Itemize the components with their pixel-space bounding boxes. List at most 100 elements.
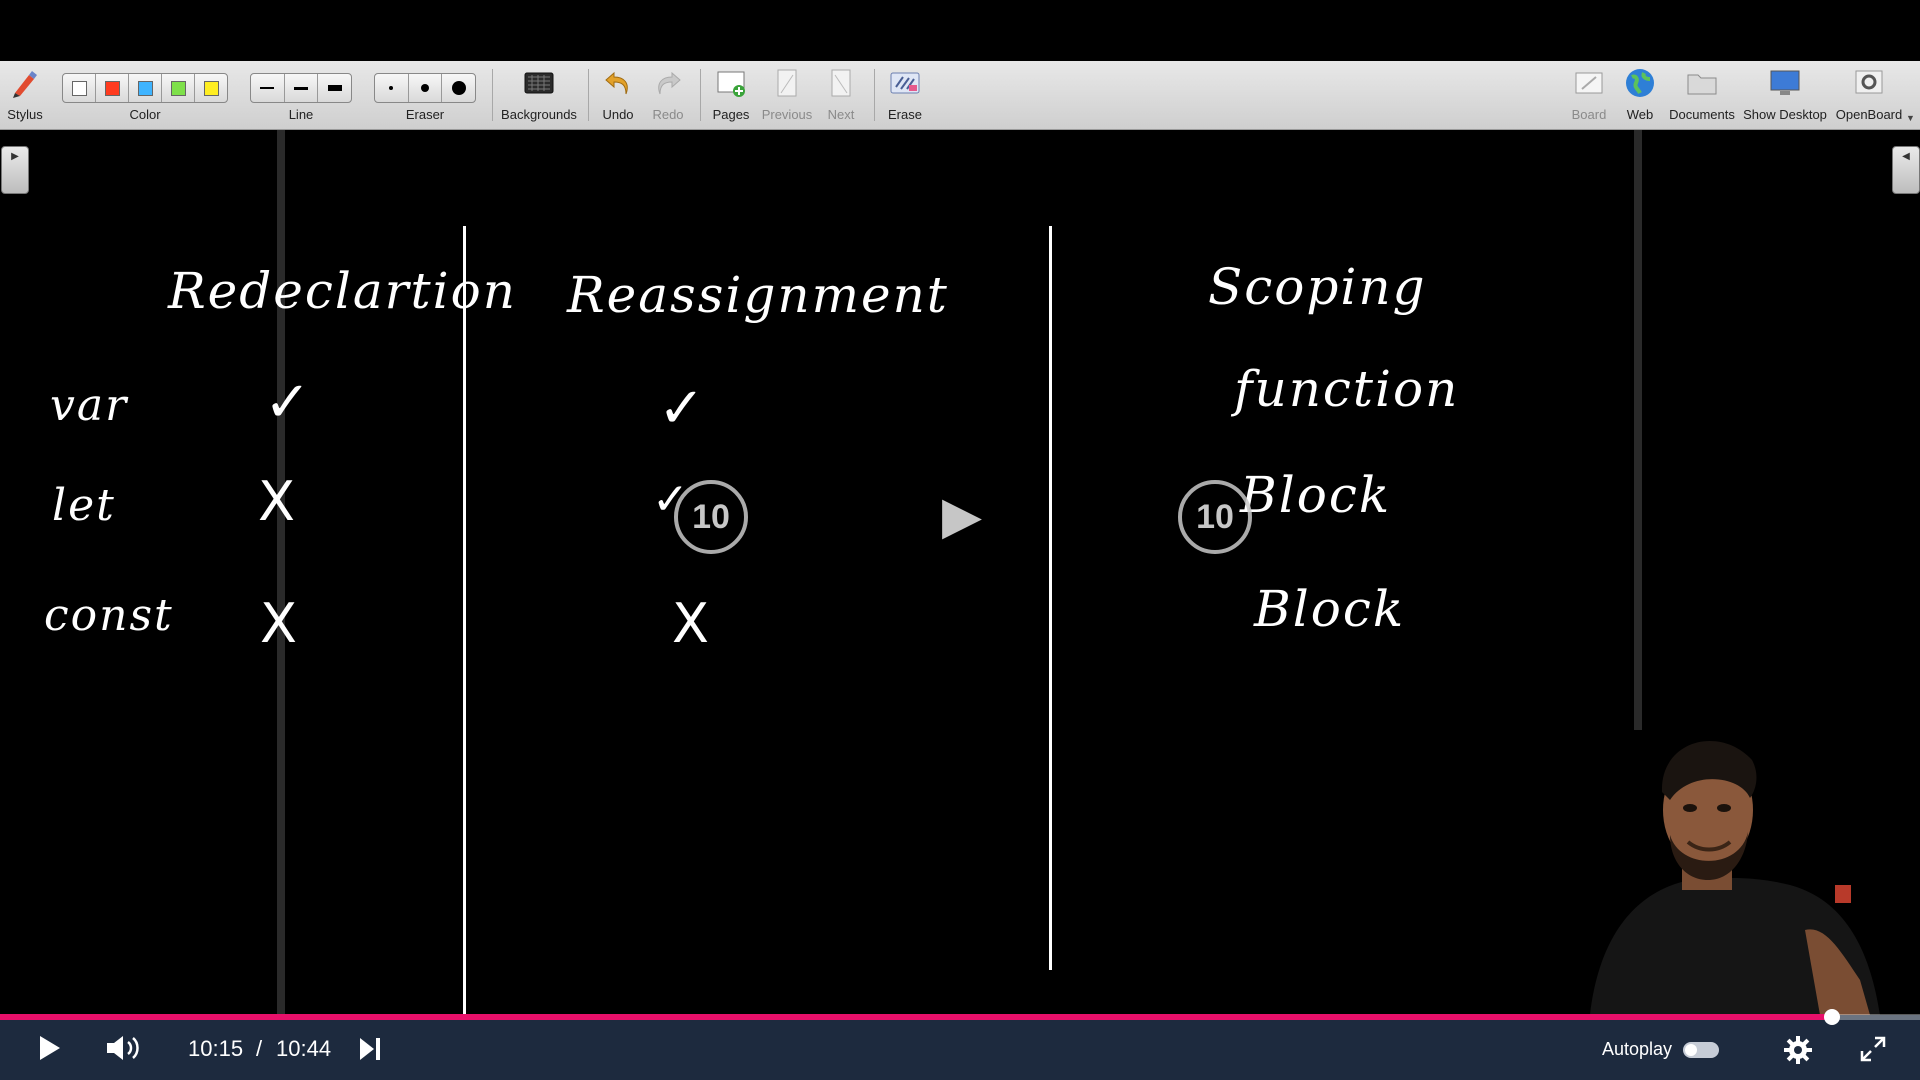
color-green[interactable] bbox=[162, 74, 195, 102]
left-palette-handle[interactable]: ▶ bbox=[1, 146, 29, 194]
eraser-large[interactable] bbox=[442, 74, 475, 102]
next-page-icon bbox=[831, 69, 851, 97]
progress-scrubber[interactable] bbox=[1823, 1009, 1840, 1025]
play-overlay-button[interactable]: ▶ bbox=[942, 486, 982, 546]
reassignment-const-mark: X bbox=[672, 592, 709, 655]
autoplay-toggle-knob bbox=[1685, 1044, 1697, 1056]
time-separator: / bbox=[256, 1036, 263, 1061]
globe-icon bbox=[1626, 69, 1654, 97]
redo-label: Redo bbox=[652, 107, 684, 122]
volume-icon bbox=[107, 1036, 139, 1060]
eraser-label: Eraser bbox=[405, 107, 445, 122]
rewind-10-label: 10 bbox=[692, 497, 730, 536]
keyword-let: let bbox=[52, 480, 116, 531]
heading-reassignment: Reassignment bbox=[567, 266, 949, 324]
previous-label: Previous bbox=[761, 107, 813, 122]
next-page-button[interactable]: Next bbox=[818, 61, 864, 129]
board-label: Board bbox=[1571, 107, 1607, 122]
board-column-divider bbox=[277, 130, 285, 1015]
keyword-const: const bbox=[44, 590, 174, 641]
redeclaration-let-mark: X bbox=[258, 470, 295, 533]
keyword-var: var bbox=[50, 380, 129, 431]
scoping-const: Block bbox=[1254, 580, 1406, 638]
presenter-webcam bbox=[1570, 720, 1900, 1015]
board-icon bbox=[1575, 72, 1603, 94]
fullscreen-button[interactable] bbox=[1858, 1034, 1888, 1064]
color-blue[interactable] bbox=[129, 74, 162, 102]
redeclaration-var-mark: ✓ bbox=[264, 370, 311, 435]
forward-10-label: 10 bbox=[1196, 497, 1234, 536]
skip-next-icon bbox=[360, 1038, 380, 1060]
web-mode-button[interactable]: Web bbox=[1620, 61, 1660, 129]
current-time: 10:15 bbox=[188, 1036, 244, 1061]
right-palette-handle[interactable]: ◀ bbox=[1892, 146, 1920, 194]
play-icon bbox=[40, 1036, 60, 1060]
gear-icon bbox=[1784, 1036, 1812, 1064]
board-column-divider bbox=[1634, 130, 1642, 730]
redo-button[interactable]: Redo bbox=[646, 61, 690, 129]
undo-label: Undo bbox=[602, 107, 634, 122]
hand-drawn-divider bbox=[463, 226, 466, 1016]
eraser-small[interactable] bbox=[375, 74, 409, 102]
eraser-size-group bbox=[374, 73, 476, 103]
undo-icon bbox=[605, 71, 628, 95]
line-width-picker: Line bbox=[248, 61, 354, 129]
line-medium[interactable] bbox=[285, 74, 319, 102]
next-video-button[interactable] bbox=[356, 1034, 384, 1064]
pages-button[interactable]: Pages bbox=[706, 61, 756, 129]
openboard-menu-button[interactable]: OpenBoard bbox=[1834, 61, 1904, 129]
play-button[interactable] bbox=[34, 1032, 66, 1064]
backgrounds-button[interactable]: Backgrounds bbox=[498, 61, 580, 129]
progress-fill bbox=[0, 1014, 1832, 1020]
volume-button[interactable] bbox=[104, 1032, 144, 1064]
next-label: Next bbox=[827, 107, 855, 122]
heading-redeclaration: Redeclartion bbox=[168, 262, 517, 320]
color-label: Color bbox=[129, 107, 161, 122]
show-desktop-label: Show Desktop bbox=[1743, 107, 1827, 122]
fullscreen-icon bbox=[1860, 1036, 1886, 1062]
color-white[interactable] bbox=[63, 74, 96, 102]
autoplay-toggle[interactable] bbox=[1683, 1042, 1719, 1058]
hand-drawn-divider bbox=[1049, 226, 1052, 970]
openboard-toolbar: Stylus Color Line Eraser bbox=[0, 61, 1920, 130]
stylus-tool[interactable]: Stylus bbox=[0, 61, 50, 129]
progress-bar[interactable] bbox=[0, 1009, 1920, 1025]
color-swatch-group bbox=[62, 73, 228, 103]
previous-page-button[interactable]: Previous bbox=[758, 61, 816, 129]
color-yellow[interactable] bbox=[195, 74, 227, 102]
documents-label: Documents bbox=[1669, 107, 1735, 122]
forward-10-button[interactable]: 10 bbox=[1178, 480, 1252, 554]
eraser-medium[interactable] bbox=[409, 74, 443, 102]
monitor-icon bbox=[1770, 70, 1800, 95]
stylus-label: Stylus bbox=[7, 107, 43, 122]
reassignment-var-mark: ✓ bbox=[658, 376, 705, 441]
expand-left-icon: ◀ bbox=[1902, 151, 1910, 162]
settings-button[interactable] bbox=[1782, 1034, 1814, 1066]
toolbar-separator bbox=[700, 69, 701, 121]
color-red[interactable] bbox=[96, 74, 129, 102]
board-mode-button[interactable]: Board bbox=[1568, 61, 1610, 129]
documents-mode-button[interactable]: Documents bbox=[1666, 61, 1738, 129]
chevron-down-icon[interactable]: ▼ bbox=[1906, 113, 1915, 123]
erase-button[interactable]: Erase bbox=[880, 61, 930, 129]
toolbar-separator bbox=[588, 69, 589, 121]
color-picker: Color bbox=[60, 61, 230, 129]
add-page-icon bbox=[717, 71, 745, 97]
heading-scoping: Scoping bbox=[1208, 258, 1427, 316]
toolbar-separator bbox=[492, 69, 493, 121]
line-thick[interactable] bbox=[318, 74, 351, 102]
redeclaration-const-mark: X bbox=[260, 592, 297, 655]
backgrounds-icon bbox=[524, 72, 554, 94]
line-thin[interactable] bbox=[251, 74, 285, 102]
expand-right-icon: ▶ bbox=[11, 151, 19, 162]
rewind-10-button[interactable]: 10 bbox=[674, 480, 748, 554]
line-label: Line bbox=[288, 107, 314, 122]
video-player-controls bbox=[0, 1015, 1920, 1080]
stylus-icon bbox=[13, 71, 37, 98]
openboard-label: OpenBoard bbox=[1835, 107, 1903, 122]
undo-button[interactable]: Undo bbox=[596, 61, 640, 129]
presenter-image bbox=[1590, 741, 1880, 1015]
show-desktop-button[interactable]: Show Desktop bbox=[1742, 61, 1828, 129]
web-label: Web bbox=[1626, 107, 1654, 122]
folder-icon bbox=[1687, 74, 1717, 95]
